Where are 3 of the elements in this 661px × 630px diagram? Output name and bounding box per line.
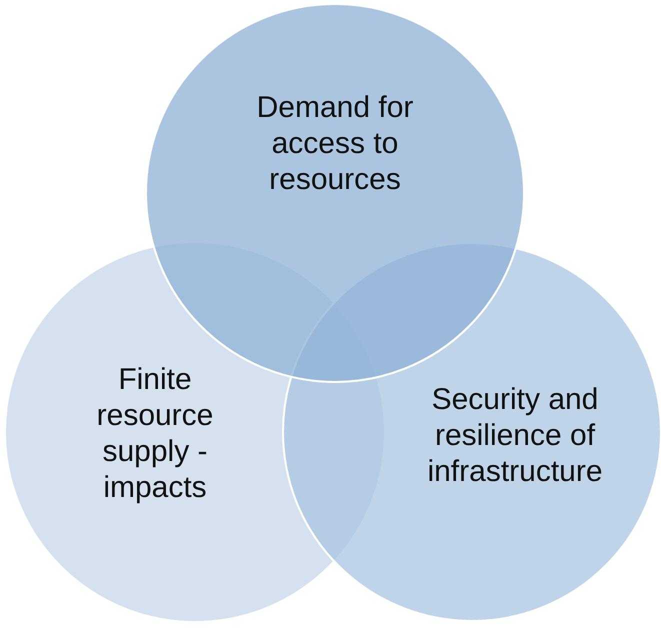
circle-label: Demand for access to resources — [256, 90, 414, 198]
circle-label: Finite resource supply - impacts — [96, 362, 214, 506]
circle-label: Security and resilience of infrastructure — [426, 382, 604, 490]
